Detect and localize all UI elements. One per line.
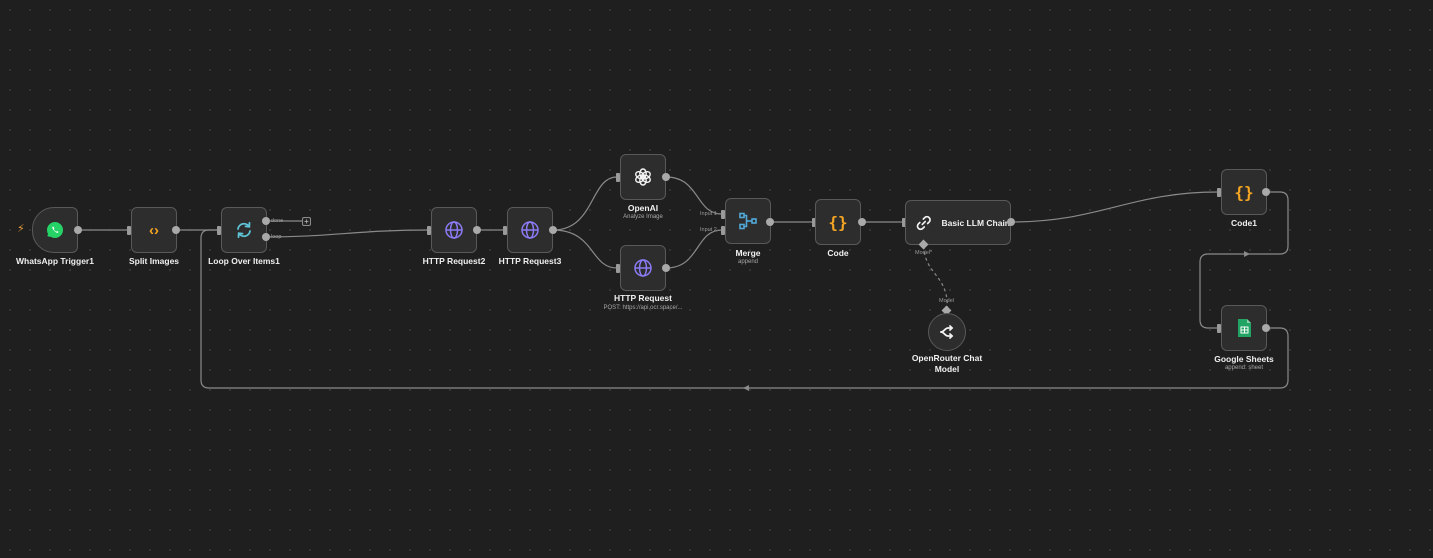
- node-http-request3[interactable]: [507, 207, 553, 253]
- node-basic-llm-chain[interactable]: Basic LLM Chain: [905, 200, 1011, 245]
- node-subtitle: POST: https://api.ocr.space/...: [603, 305, 683, 311]
- loop-done-port[interactable]: [262, 217, 270, 225]
- wire-http3-httprequest: [552, 229, 618, 269]
- wire-http3-openai: [552, 176, 618, 231]
- llm-input-port[interactable]: [902, 218, 906, 227]
- node-subtitle: Analyze Image: [623, 214, 663, 220]
- wire-httprequest-merge: [665, 229, 723, 269]
- merge-icon: [739, 212, 757, 230]
- code1-output-port[interactable]: [1262, 188, 1270, 196]
- node-whatsapp-trigger[interactable]: [32, 207, 78, 253]
- globe-icon: [521, 221, 539, 239]
- sheets-output-port[interactable]: [1262, 324, 1270, 332]
- node-label: Split Images: [128, 256, 180, 266]
- node-google-sheets[interactable]: [1221, 305, 1267, 351]
- node-subtitle: append: sheet: [1224, 365, 1264, 371]
- code1-input-port[interactable]: [1217, 188, 1221, 197]
- httprequest-output-port[interactable]: [662, 264, 670, 272]
- wire-loop-loop: [265, 229, 429, 238]
- node-label: HTTP Request2: [422, 256, 486, 266]
- node-subtitle: append: [737, 259, 759, 265]
- node-label: OpenAI: [627, 203, 659, 213]
- wire-llm-model: [923, 245, 948, 312]
- curly-braces-icon: {}: [1234, 182, 1254, 202]
- sheets-input-port[interactable]: [1217, 324, 1221, 333]
- openai-output-port[interactable]: [662, 173, 670, 181]
- node-http-request2[interactable]: [431, 207, 477, 253]
- node-openrouter-chat-model[interactable]: [928, 313, 966, 351]
- merge-output-port[interactable]: [766, 218, 774, 226]
- google-sheets-icon: [1238, 319, 1251, 337]
- node-openai[interactable]: [620, 154, 666, 200]
- node-label: OpenRouter Chat: [911, 353, 983, 363]
- http2-input-port[interactable]: [427, 226, 431, 235]
- node-label: HTTP Request3: [498, 256, 562, 266]
- trigger-bolt-icon: ⚡: [17, 223, 25, 235]
- node-split-images[interactable]: ‹›: [131, 207, 177, 253]
- node-label: Google Sheets: [1214, 354, 1274, 364]
- httprequest-input-port[interactable]: [616, 264, 620, 273]
- merge-input1-port[interactable]: [721, 210, 725, 219]
- whatsapp-icon: [47, 222, 63, 238]
- code-output-port[interactable]: [858, 218, 866, 226]
- node-loop-over-items[interactable]: [221, 207, 267, 253]
- llm-output-port[interactable]: [1007, 218, 1015, 226]
- node-label: Model: [934, 364, 960, 374]
- http2-output-port[interactable]: [473, 226, 481, 234]
- http3-output-port[interactable]: [549, 226, 557, 234]
- loop-input-port[interactable]: [217, 226, 221, 235]
- llm-model-port-label: Model*: [915, 250, 933, 256]
- merge-input1-label: Input 1: [700, 211, 717, 217]
- curly-braces-icon: {}: [828, 212, 848, 232]
- code-brackets-icon: ‹›: [149, 221, 159, 239]
- add-node-plus-button[interactable]: +: [302, 217, 311, 226]
- node-label: Basic LLM Chain: [941, 217, 1010, 228]
- openai-icon: [635, 168, 651, 186]
- link-icon: [916, 215, 931, 230]
- wire-openai-merge: [665, 176, 723, 215]
- node-label: Merge: [735, 248, 761, 258]
- merge-input2-port[interactable]: [721, 226, 725, 235]
- wire-arrow-code1-sheets: [1244, 251, 1250, 257]
- openai-input-port[interactable]: [616, 173, 620, 182]
- node-http-request[interactable]: [620, 245, 666, 291]
- node-merge[interactable]: [725, 198, 771, 244]
- node-label: HTTP Request: [614, 293, 672, 303]
- node-label: Code: [827, 248, 849, 258]
- loop-loop-label: loop: [271, 234, 282, 240]
- merge-input2-label: Input 2: [700, 227, 717, 233]
- code-input-port[interactable]: [812, 218, 816, 227]
- node-label: Loop Over Items1: [208, 256, 280, 266]
- node-label: WhatsApp Trigger1: [16, 256, 94, 266]
- wire-arrow-sheets-loop: [743, 385, 749, 391]
- http3-input-port[interactable]: [503, 226, 507, 235]
- node-code[interactable]: {}: [815, 199, 861, 245]
- wire-llm-code1: [1010, 191, 1219, 223]
- node-label: Code1: [1231, 218, 1257, 228]
- split-output-port[interactable]: [172, 226, 180, 234]
- loop-loop-port[interactable]: [262, 233, 270, 241]
- openrouter-icon: [940, 325, 954, 339]
- split-input-port[interactable]: [127, 226, 131, 235]
- node-code1[interactable]: {}: [1221, 169, 1267, 215]
- trigger-output-port[interactable]: [74, 226, 82, 234]
- openrouter-port-label: Model: [939, 298, 954, 304]
- globe-icon: [445, 221, 463, 239]
- loop-done-label: done: [271, 218, 284, 224]
- globe-icon: [634, 259, 652, 277]
- loop-arrows-icon: [237, 221, 251, 239]
